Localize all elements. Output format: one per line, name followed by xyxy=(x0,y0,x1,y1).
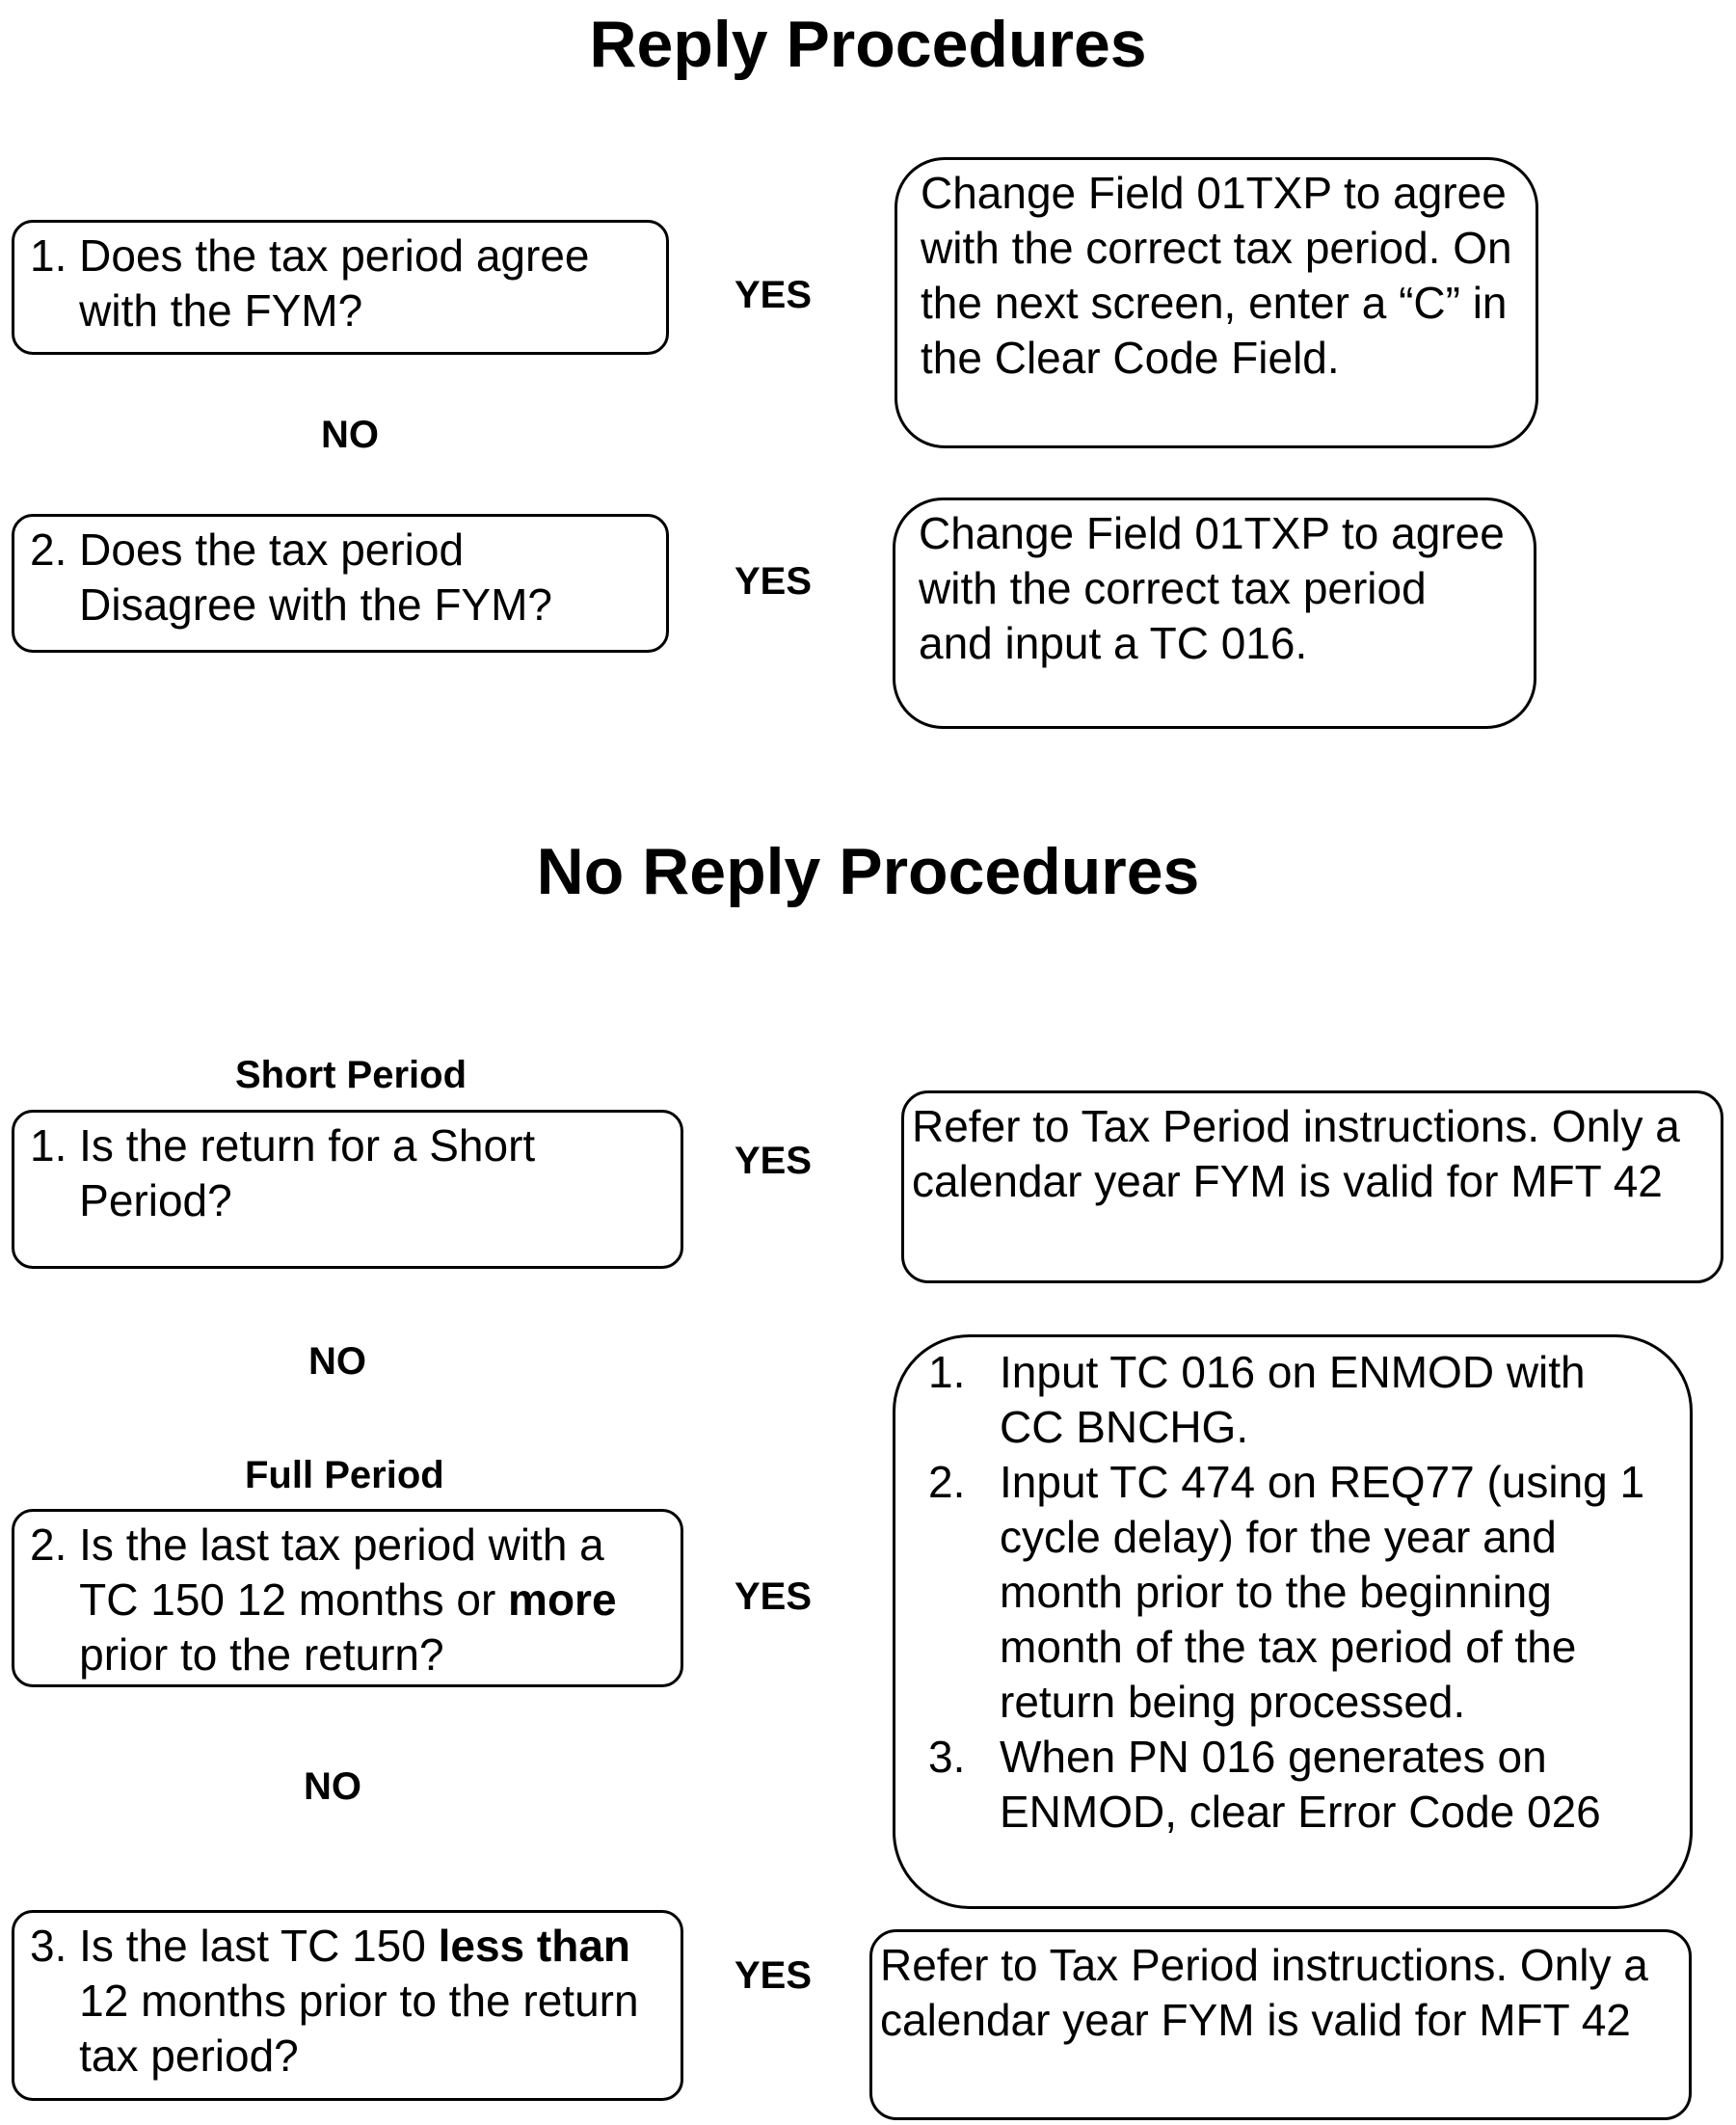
no-reply-answer-3: Refer to Tax Period instructions. Only a… xyxy=(869,1929,1692,2120)
reply-answer-1: Change Field 01TXP to agree with the cor… xyxy=(895,157,1538,448)
question-text: Does the tax period agree with the FYM? xyxy=(79,230,590,336)
no-label: NO xyxy=(308,1340,366,1383)
step-number: 3. xyxy=(928,1732,966,1782)
question-text: Does the tax period Disagree with the FY… xyxy=(79,525,553,630)
question-text-start: Is the last TC 150 xyxy=(79,1921,439,1971)
no-reply-answer-2: 1. Input TC 016 on ENMOD with CC BNCHG. 2… xyxy=(893,1334,1693,1909)
step-text: When PN 016 generates on ENMOD, clear Er… xyxy=(1000,1732,1601,1837)
no-reply-procedures-title: No Reply Procedures xyxy=(536,835,1200,908)
question-number: 3. xyxy=(30,1921,80,1971)
question-number: 2. xyxy=(30,1520,80,1570)
reply-question-2: 2. Does the tax period Disagree with the… xyxy=(12,514,669,653)
reply-answer-2: Change Field 01TXP to agree with the cor… xyxy=(893,498,1536,729)
yes-label: YES xyxy=(734,1575,813,1618)
yes-label: YES xyxy=(734,1140,813,1182)
question-emphasis: less than xyxy=(438,1921,631,1971)
yes-label: YES xyxy=(734,560,813,603)
step-item: 3. When PN 016 generates on ENMOD, clear … xyxy=(928,1730,1651,1840)
answer-text: Refer to Tax Period instructions. Only a… xyxy=(880,1940,1648,2045)
reply-question-1: 1. Does the tax period agree with the FY… xyxy=(12,220,669,355)
yes-label: YES xyxy=(734,274,813,316)
question-number: 1. xyxy=(30,1120,80,1170)
question-emphasis: more xyxy=(508,1574,617,1625)
no-reply-answer-1: Refer to Tax Period instructions. Only a… xyxy=(901,1090,1723,1283)
step-number: 2. xyxy=(928,1457,966,1507)
question-number: 1. xyxy=(30,230,80,281)
question-text-start: Is the last tax period with a TC 150 12 … xyxy=(79,1520,604,1625)
step-text: Input TC 474 on REQ77 (using 1 cycle del… xyxy=(1000,1457,1645,1727)
question-text: Is the last tax period with a TC 150 12 … xyxy=(79,1518,665,1682)
question-text-end: prior to the return? xyxy=(79,1629,444,1680)
answer-text: Refer to Tax Period instructions. Only a… xyxy=(912,1101,1680,1206)
full-period-label: Full Period xyxy=(245,1454,444,1496)
no-reply-question-1: 1. Is the return for a Short Period? xyxy=(12,1110,683,1269)
no-label: NO xyxy=(321,414,379,456)
short-period-label: Short Period xyxy=(235,1054,467,1096)
step-text: Input TC 016 on ENMOD with CC BNCHG. xyxy=(1000,1347,1586,1452)
step-number: 1. xyxy=(928,1347,966,1397)
no-label: NO xyxy=(304,1765,361,1808)
question-text: Is the last TC 150 less than 12 months p… xyxy=(79,1919,665,2084)
reply-procedures-title: Reply Procedures xyxy=(589,8,1147,81)
question-text: Is the return for a Short Period? xyxy=(79,1120,536,1225)
answer-text: Change Field 01TXP to agree with the cor… xyxy=(919,508,1505,668)
no-reply-question-2: 2. Is the last tax period with a TC 150 … xyxy=(12,1509,683,1687)
yes-label: YES xyxy=(734,1954,813,1997)
no-reply-question-3: 3. Is the last TC 150 less than 12 month… xyxy=(12,1910,683,2101)
steps-list: 1. Input TC 016 on ENMOD with CC BNCHG. 2… xyxy=(928,1345,1651,1840)
question-number: 2. xyxy=(30,525,80,575)
answer-text: Change Field 01TXP to agree with the cor… xyxy=(921,168,1512,383)
question-text-end: 12 months prior to the return tax period… xyxy=(79,1976,639,2081)
step-item: 1. Input TC 016 on ENMOD with CC BNCHG. xyxy=(928,1345,1651,1455)
step-item: 2. Input TC 474 on REQ77 (using 1 cycle d… xyxy=(928,1455,1651,1730)
